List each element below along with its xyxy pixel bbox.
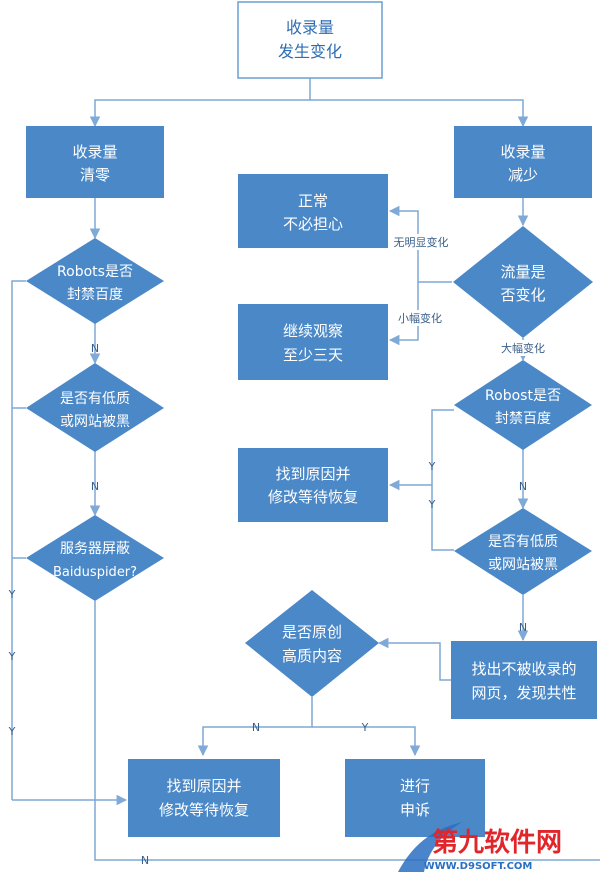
label-y-original: Y: [361, 721, 369, 734]
node-server: 服务器屏蔽 Baiduspider?: [26, 515, 164, 601]
label-n-original: N: [252, 721, 260, 734]
label-n2: N: [91, 480, 99, 493]
label-y-r1: Y: [428, 460, 436, 473]
node-start-line2: 发生变化: [278, 42, 342, 61]
node-robots-right-line2: 封禁百度: [495, 411, 551, 427]
watermark: 第九软件网 WWW.D9SOFT.COM: [398, 822, 562, 872]
node-robots-right-line1: Robost是否: [485, 388, 561, 404]
edge-server-no: [94, 601, 600, 861]
label-n-bottom: N: [141, 854, 149, 867]
node-find-pages-line1: 找出不被收录的: [471, 660, 576, 678]
label-n-r2: N: [519, 621, 527, 634]
node-decrease-line1: 收录量: [500, 143, 545, 161]
node-traffic-line2: 否变化: [500, 286, 545, 304]
edge-original-yes: [312, 726, 421, 757]
edge-start-split: [89, 78, 311, 128]
node-robots-left: Robots是否 封禁百度: [26, 238, 164, 324]
node-lowq-left: 是否有低质 或网站被黑: [26, 363, 164, 452]
node-appeal-line2: 申诉: [400, 801, 430, 819]
label-y-left3: Y: [8, 725, 16, 738]
connectors: [11, 78, 600, 861]
node-appeal-line1: 进行: [400, 777, 430, 795]
node-zero-line2: 清零: [80, 166, 110, 184]
node-robots-left-line1: Robots是否: [57, 264, 133, 280]
node-observe-line1: 继续观察: [283, 322, 343, 340]
edge-lowq-r-yes: [431, 485, 454, 551]
node-original-line2: 高质内容: [282, 647, 342, 665]
watermark-brand: 第九软件网: [432, 827, 562, 858]
node-normal-line1: 正常: [298, 192, 328, 210]
node-server-line1: 服务器屏蔽: [60, 541, 130, 557]
edge-find-original: [377, 637, 451, 681]
node-lowq-left-line1: 是否有低质: [60, 391, 130, 407]
node-traffic-line1: 流量是: [500, 263, 545, 281]
label-large: 大幅变化: [501, 341, 545, 355]
node-zero-line1: 收录量: [72, 143, 117, 161]
node-robots-left-line2: 封禁百度: [67, 287, 123, 303]
node-traffic: 流量是 否变化: [453, 226, 593, 338]
node-fix-bottom-line1: 找到原因并: [166, 777, 241, 795]
node-normal-line2: 不必担心: [283, 215, 343, 233]
edge-labels: 无明显变化 小幅变化 大幅变化 N N Y Y Y Y Y N N N Y N: [8, 234, 552, 867]
label-small: 小幅变化: [398, 311, 442, 325]
node-decrease-line2: 减少: [508, 166, 538, 184]
node-start-line1: 收录量: [286, 18, 334, 37]
node-find-pages: 找出不被收录的 网页，发现共性: [451, 641, 597, 719]
node-lowq-right-line2: 或网站被黑: [488, 557, 558, 573]
node-lowq-right-line1: 是否有低质: [488, 534, 558, 550]
node-server-line2: Baiduspider?: [53, 565, 137, 580]
label-y-left2: Y: [8, 650, 16, 663]
node-fix-bottom-line2: 修改等待恢复: [159, 801, 249, 819]
label-y-r2: Y: [428, 498, 436, 511]
node-observe-line2: 至少三天: [283, 346, 343, 364]
node-start: 收录量 发生变化: [237, 1, 383, 79]
label-n1: N: [91, 342, 99, 355]
node-observe: 继续观察 至少三天: [238, 304, 388, 380]
node-original-line1: 是否原创: [282, 623, 342, 641]
label-no-obvious: 无明显变化: [394, 235, 449, 249]
watermark-url: WWW.D9SOFT.COM: [424, 861, 533, 872]
node-fix-right: 找到原因并 修改等待恢复: [238, 448, 388, 522]
label-y-left1: Y: [8, 588, 16, 601]
watermark-swoosh-icon: [398, 822, 462, 872]
node-find-pages-line2: 网页，发现共性: [471, 684, 576, 702]
node-original: 是否原创 高质内容: [245, 590, 379, 697]
node-fix-right-line2: 修改等待恢复: [268, 488, 358, 506]
node-robots-right: Robost是否 封禁百度: [454, 360, 592, 450]
edge-traffic-small: [388, 282, 419, 346]
edge-robots-r-yes: [388, 409, 454, 491]
node-decrease: 收录量 减少: [454, 126, 592, 198]
node-lowq-left-line2: 或网站被黑: [60, 414, 130, 430]
edge-robots-yes: [11, 280, 26, 800]
node-zero: 收录量 清零: [26, 126, 164, 198]
node-lowq-right: 是否有低质 或网站被黑: [454, 508, 592, 595]
label-n-r1: N: [519, 480, 527, 493]
node-normal: 正常 不必担心: [238, 174, 388, 248]
node-fix-bottom: 找到原因并 修改等待恢复: [128, 759, 280, 837]
edge-start-right: [310, 99, 529, 128]
node-appeal: 进行 申诉: [345, 759, 485, 837]
node-fix-right-line1: 找到原因并: [275, 465, 350, 483]
edge-original-split: [197, 697, 313, 757]
